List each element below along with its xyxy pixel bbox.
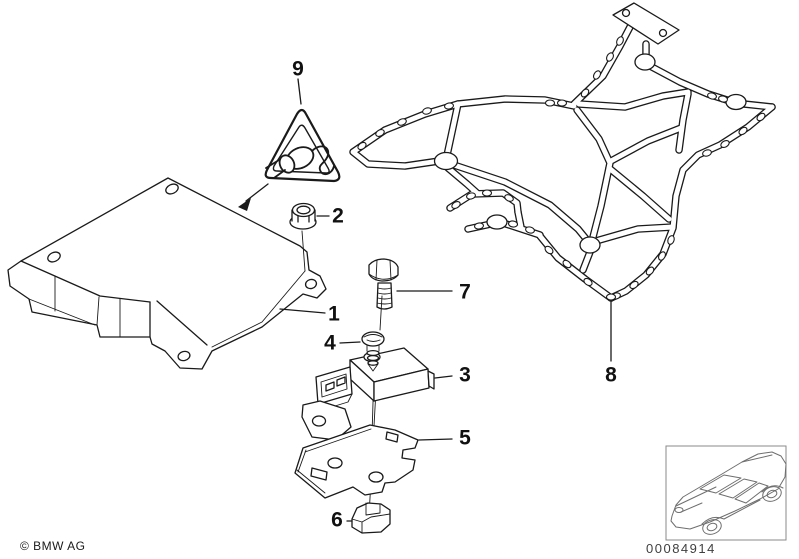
part-callout-5[interactable]: 5 bbox=[459, 426, 471, 450]
part-callout-3[interactable]: 3 bbox=[459, 363, 471, 387]
harness-mounting-plate bbox=[612, 2, 680, 45]
leader-lines bbox=[279, 78, 612, 522]
part-callout-4[interactable]: 4 bbox=[324, 331, 336, 355]
part-callout-9[interactable]: 9 bbox=[292, 57, 304, 81]
copyright-text: © BMW AG bbox=[20, 539, 86, 553]
hex-bolt-drawing bbox=[368, 258, 399, 310]
car-outline-icon bbox=[670, 451, 787, 535]
part-callout-2[interactable]: 2 bbox=[332, 204, 344, 228]
harness-clips bbox=[357, 36, 766, 301]
part-callout-7[interactable]: 7 bbox=[459, 280, 471, 304]
wiring-harness-drawing bbox=[353, 2, 772, 301]
image-number: 00084914 bbox=[646, 541, 716, 556]
part-callout-8[interactable]: 8 bbox=[605, 363, 617, 387]
bracket-drawing bbox=[294, 424, 419, 499]
part-callout-1[interactable]: 1 bbox=[328, 302, 340, 326]
clip-drawing bbox=[351, 502, 391, 534]
sensor-drawing bbox=[301, 347, 435, 441]
screw-drawing bbox=[361, 331, 385, 372]
flange-nut-drawing bbox=[289, 202, 317, 230]
control-module-drawing bbox=[7, 177, 327, 370]
plug-icon bbox=[265, 145, 335, 179]
part-callout-6[interactable]: 6 bbox=[331, 508, 343, 532]
warning-plug-triangle-icon bbox=[238, 108, 341, 211]
car-thumbnail bbox=[665, 445, 787, 541]
